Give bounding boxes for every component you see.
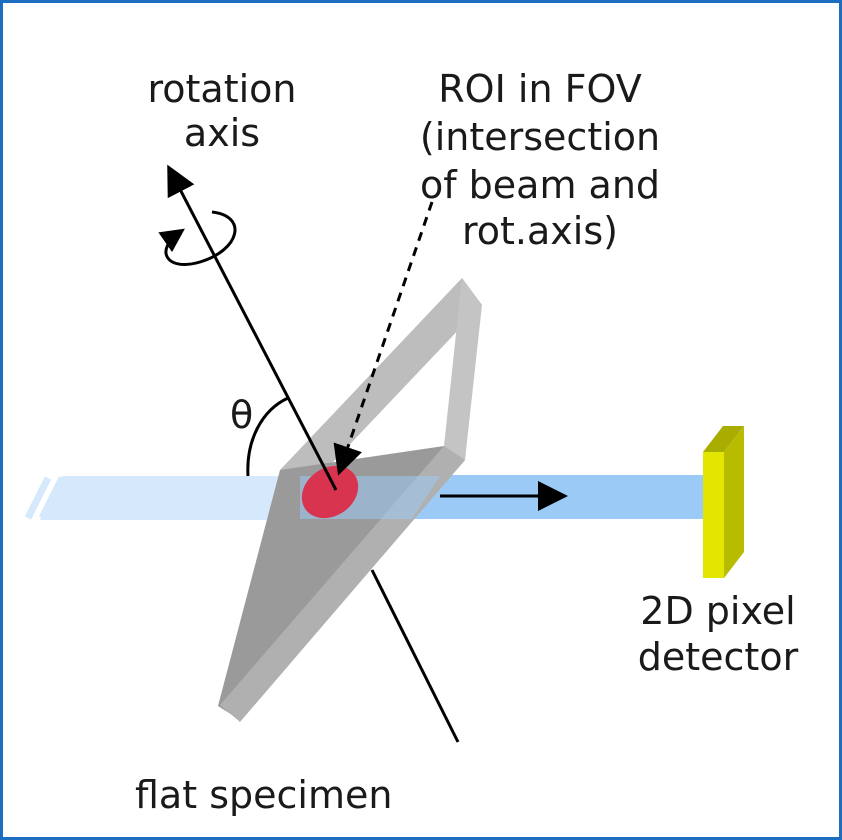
detector-label-line2: detector	[638, 635, 799, 679]
roi-spot	[301, 465, 359, 519]
roi-label-line3: of beam and	[420, 163, 660, 207]
detector-right-face	[724, 426, 744, 578]
incident-beam	[40, 476, 330, 520]
roi-label-line1: ROI in FOV	[438, 67, 641, 111]
detector-label-line1: 2D pixel	[640, 589, 795, 633]
rotation-axis-label-line2: axis	[184, 111, 260, 155]
rotation-arrow-icon	[158, 210, 237, 266]
theta-label: θ	[230, 393, 253, 437]
detector-front-face	[703, 452, 724, 578]
beam-hatch	[24, 476, 52, 520]
detector-side-face	[703, 426, 744, 452]
rotation-axis-upper	[167, 164, 338, 491]
roi-label-line2: (intersection	[420, 115, 660, 159]
specimen-side-face	[444, 278, 482, 460]
rotation-axis-lower	[370, 569, 460, 743]
theta-angle-arc	[246, 396, 289, 477]
beam-hatch	[52, 476, 80, 520]
beam-hatch	[38, 476, 66, 520]
specimen-top-face	[280, 278, 482, 497]
rotation-axis-label-line1: rotation	[147, 67, 296, 111]
specimen-label: flat specimen	[135, 773, 392, 817]
roi-label-line4: rot.axis)	[462, 209, 618, 253]
